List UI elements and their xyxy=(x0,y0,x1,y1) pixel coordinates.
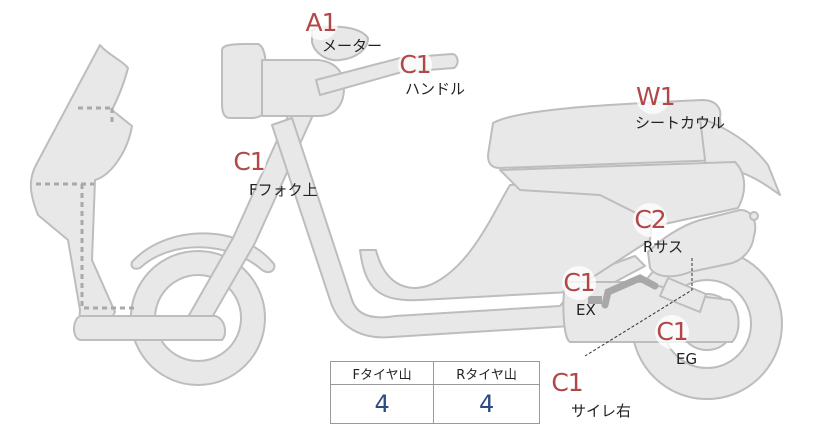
side-body xyxy=(499,161,746,226)
marker-code: C1 xyxy=(398,48,432,82)
marker-label: EG xyxy=(676,350,698,368)
muffler-leader-line xyxy=(584,258,693,357)
marker-code: C1 xyxy=(655,315,689,349)
marker-code: W1 xyxy=(636,80,676,114)
marker-code: A1 xyxy=(304,6,338,40)
marker-label: Rサス xyxy=(643,238,684,256)
tire-tread-table: Fタイヤ山 Rタイヤ山 4 4 xyxy=(329,361,540,424)
headlight xyxy=(221,43,267,119)
front-tire-header: Fタイヤ山 xyxy=(329,361,435,385)
marker-label: ハンドル xyxy=(405,80,466,98)
rear-tire-header: Rタイヤ山 xyxy=(433,361,540,385)
leg-shield xyxy=(30,44,133,341)
front-floor xyxy=(73,315,227,341)
marker-label: Fフォク上 xyxy=(249,181,318,199)
marker-code: C2 xyxy=(633,203,667,237)
marker-label: メーター xyxy=(322,37,383,55)
rear-tire-value: 4 xyxy=(433,384,540,424)
marker-label: サイレ右 xyxy=(571,402,632,420)
marker-code: C1 xyxy=(232,145,266,179)
marker-label: EX xyxy=(576,301,596,319)
marker-code: C1 xyxy=(550,366,584,400)
seat xyxy=(487,99,725,169)
front-tire-value: 4 xyxy=(329,384,435,424)
marker-label: シートカウル xyxy=(635,114,726,132)
exhaust-pipe xyxy=(601,274,659,309)
rear-shock xyxy=(647,209,757,278)
marker-code: C1 xyxy=(562,266,596,300)
